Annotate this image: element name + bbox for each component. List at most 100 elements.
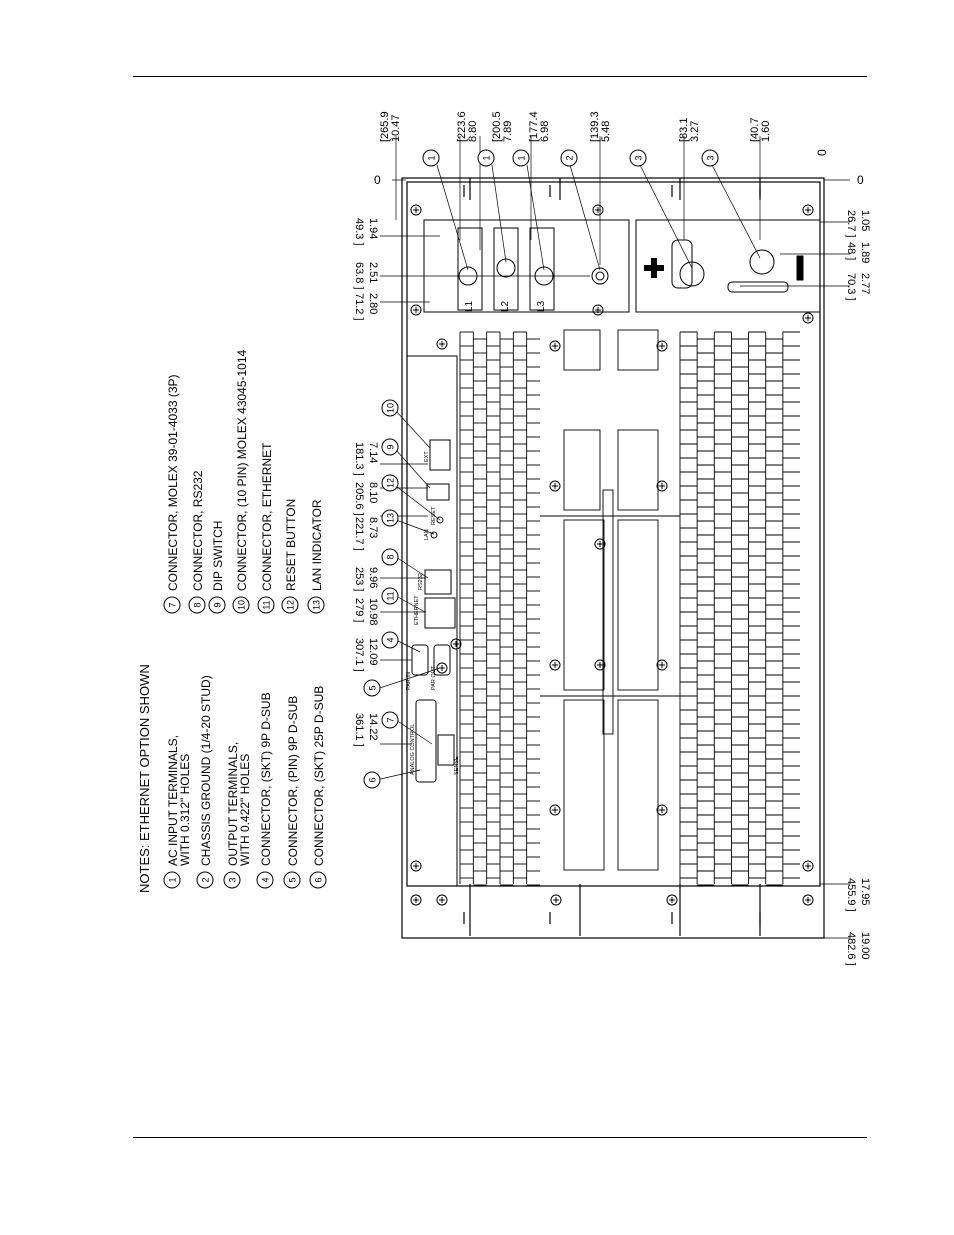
callout-number: 9	[386, 444, 396, 449]
note-number-bubble	[196, 871, 214, 889]
note-number: 4	[261, 877, 271, 882]
output-stud	[749, 249, 775, 275]
note-number: 5	[288, 877, 298, 882]
terminal-label-l2: L2	[500, 300, 511, 312]
callout-bubble: 3	[629, 149, 647, 167]
terminal-label-l3: L3	[536, 300, 547, 312]
callout-bubble: 1	[477, 149, 495, 167]
screw-icon	[410, 304, 422, 316]
par-in-label: PAR IN	[406, 672, 412, 690]
left-dim-mm: 253 ]	[353, 567, 365, 591]
handle-bar	[602, 489, 614, 735]
callout-circle	[422, 149, 440, 167]
callout-number: 4	[386, 637, 396, 642]
par-out-label: PAR OUT	[431, 665, 437, 690]
screw-icon	[410, 894, 422, 906]
plus-sign-icon	[644, 258, 664, 278]
callout-circle	[512, 149, 530, 167]
left-dim-mm: 279 ]	[353, 598, 365, 622]
terminal-l1	[457, 227, 483, 311]
molex-10-pin-connector	[429, 439, 451, 471]
note-text: CONNECTOR, MOLEX 39-01-4033 (3P)	[166, 374, 180, 591]
callout-number: 2	[565, 155, 575, 160]
output-terminal-slot	[727, 281, 789, 293]
callout-bubble: 7	[381, 711, 399, 729]
fan-cutout	[617, 519, 659, 691]
note-number-bubble	[283, 871, 301, 889]
screw-icon	[656, 480, 668, 492]
screw-icon	[802, 860, 814, 872]
header-rule	[133, 76, 867, 77]
callout-number: 6	[368, 777, 378, 782]
callout-bubble: 12	[381, 474, 399, 492]
screw-icon	[594, 659, 606, 671]
output-stud	[679, 261, 705, 287]
note-number: 8	[193, 602, 203, 607]
callout-number: 3	[634, 155, 644, 160]
callout-circle	[381, 399, 399, 417]
callout-bubble: 13	[381, 509, 399, 527]
note-number: 11	[262, 600, 272, 609]
callout-circle	[381, 711, 399, 729]
top-dim-mm: [265.9	[379, 111, 391, 142]
left-dim-inch: 14.22	[367, 713, 379, 741]
callout-circle	[381, 474, 399, 492]
left-dim-inch: 8.10	[367, 482, 379, 503]
right-dim-mm: 26.7 ]	[845, 210, 857, 238]
screw-icon	[592, 204, 604, 216]
analog-control-dsub-25	[415, 699, 437, 783]
screw-icon	[656, 804, 668, 816]
right-dim-inch: 1.05	[859, 210, 871, 231]
screw-icon	[410, 860, 422, 872]
note-text: AC INPUT TERMINALS,	[166, 735, 180, 866]
ethernet-connector	[424, 597, 456, 629]
screw-icon	[549, 340, 561, 352]
rs232-label: RS232	[418, 573, 424, 590]
top-dim-inch: 6.98	[539, 121, 551, 142]
left-dim-inch: 2.51	[367, 262, 379, 283]
output-terminal-pos	[671, 239, 693, 289]
callout-number: 13	[386, 513, 396, 523]
callout-bubble: 2	[560, 149, 578, 167]
screw-icon	[450, 638, 462, 650]
note-number: 3	[228, 877, 238, 882]
terminal-l2-stud	[496, 258, 516, 278]
note-number: 2	[201, 877, 211, 882]
fan-cutout	[617, 699, 659, 871]
left-dim-inch: 10.98	[367, 598, 379, 626]
screw-icon	[436, 894, 448, 906]
terminal-label-l1: L1	[464, 300, 475, 312]
reset-button[interactable]	[436, 516, 444, 524]
note-number-bubble	[281, 596, 299, 614]
flange-slots	[463, 912, 761, 924]
note-text: CONNECTOR, RS232	[191, 470, 205, 591]
callout-bubble: 8	[381, 548, 399, 566]
ac-input-area	[423, 219, 821, 313]
note-text: CONNECTOR, (SKT) 25P D-SUB	[312, 686, 326, 866]
dimension-lines	[380, 136, 850, 939]
top-dim-inch: 3.27	[689, 121, 701, 142]
par-out-dsub-9	[433, 644, 451, 676]
left-dim-mm: 71.2 ]	[353, 293, 365, 321]
left-dim-inch: 8.73	[367, 517, 379, 538]
note-number: 1	[168, 877, 178, 882]
sense-label: SENSE	[454, 756, 460, 775]
right-dim-mm: 482.6 ]	[845, 932, 857, 966]
footer-rule	[133, 1137, 867, 1138]
callout-bubble: 6	[363, 771, 381, 789]
note-number-bubble	[309, 871, 327, 889]
top-dim-inch: 5.48	[600, 121, 612, 142]
top-dim-mm: [200.5	[491, 111, 503, 142]
note-text: LAN INDICATOR	[310, 499, 324, 591]
callout-bubble: 5	[363, 679, 381, 697]
screw-icon	[550, 894, 562, 906]
note-number-bubble	[223, 871, 241, 889]
top-dim-mm: [177.4	[528, 111, 540, 142]
callout-bubble: 1	[512, 149, 530, 167]
